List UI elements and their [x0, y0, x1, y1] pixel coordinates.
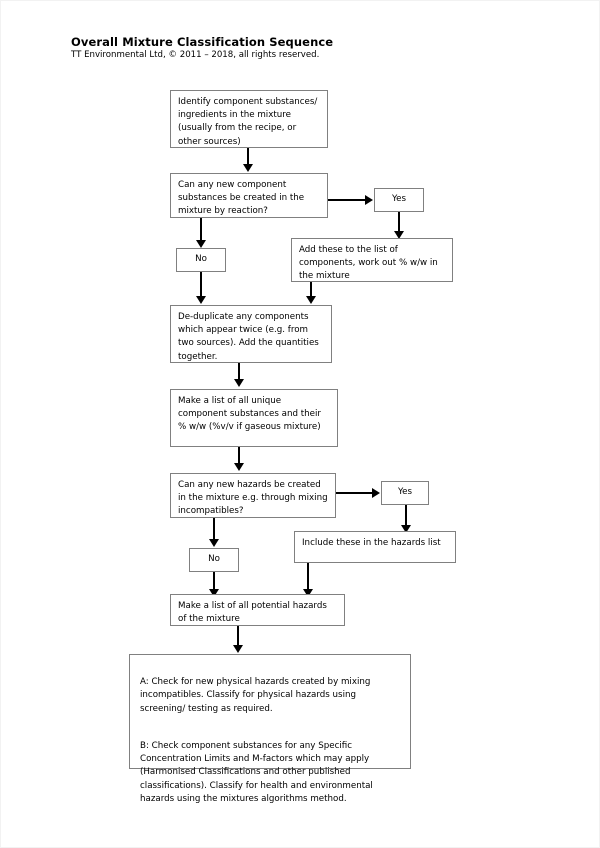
classification-paragraph-b: B: Check component substances for any Sp… — [140, 741, 373, 804]
connector-hazards-yes-to-include — [405, 505, 407, 529]
flow-node-new-substances-yes: Yes — [374, 188, 424, 212]
arrowhead-into-classification-steps — [233, 645, 243, 653]
flow-node-new-hazards-no: No — [189, 548, 239, 572]
page-title: Overall Mixture Classification Sequence — [71, 35, 334, 49]
flow-node-add-to-list: Add these to the list of components, wor… — [291, 238, 453, 282]
flow-node-new-substances-no: No — [176, 248, 226, 272]
arrowhead-into-new-hazards-yes — [372, 488, 380, 498]
flow-node-classification-steps: A: Check for new physical hazards create… — [129, 654, 411, 804]
connector-hazards-question-to-yes — [336, 492, 373, 494]
arrowhead-into-add-to-list — [394, 231, 404, 239]
arrowhead-into-new-substances-yes — [365, 195, 373, 205]
connector-potential-list-to-classification — [237, 626, 239, 647]
copyright-line: TT Environmental Ltd, © 2011 – 2018, all… — [71, 50, 320, 60]
flow-node-include-hazards: Include these in the hazards list — [294, 531, 456, 563]
connector-no-to-deduplicate — [200, 272, 202, 299]
connector-unique-list-to-hazards-question — [238, 447, 240, 465]
arrowhead-into-include-hazards — [401, 525, 411, 533]
connector-question-to-no — [200, 218, 202, 242]
arrowhead-no-into-deduplicate — [196, 296, 206, 304]
flow-node-new-hazards-question: Can any new hazards be created in the mi… — [170, 473, 336, 518]
connector-include-to-potential-list — [307, 563, 309, 591]
arrowhead-no-into-potential-hazards — [209, 589, 219, 597]
flow-node-unique-list: Make a list of all unique component subs… — [170, 389, 338, 447]
connector-add-list-to-deduplicate — [310, 282, 312, 299]
flow-node-potential-hazards-list: Make a list of all potential hazards of … — [170, 594, 345, 626]
flow-node-new-substances-question: Can any new component substances be crea… — [170, 173, 328, 218]
connector-identify-to-question — [247, 148, 249, 165]
connector-hazards-no-to-potential-list — [213, 572, 215, 591]
arrowhead-into-new-substances-no — [196, 240, 206, 248]
connector-hazards-question-to-no — [213, 518, 215, 541]
connector-question-to-yes — [328, 199, 366, 201]
arrowhead-into-new-hazards-no — [209, 539, 219, 547]
connector-deduplicate-to-unique-list — [238, 363, 240, 380]
arrowhead-include-into-potential-hazards — [303, 589, 313, 597]
flow-node-de-duplicate: De-duplicate any components which appear… — [170, 305, 332, 363]
arrowhead-into-new-substances-question — [243, 164, 253, 172]
flow-node-identify-components: Identify component substances/ ingredien… — [170, 90, 328, 148]
arrowhead-add-into-deduplicate — [306, 296, 316, 304]
arrowhead-into-unique-list — [234, 379, 244, 387]
flow-node-new-hazards-yes: Yes — [381, 481, 429, 505]
connector-yes-to-add-list — [398, 212, 400, 237]
arrowhead-into-new-hazards-question — [234, 463, 244, 471]
classification-paragraph-a: A: Check for new physical hazards create… — [140, 677, 371, 714]
